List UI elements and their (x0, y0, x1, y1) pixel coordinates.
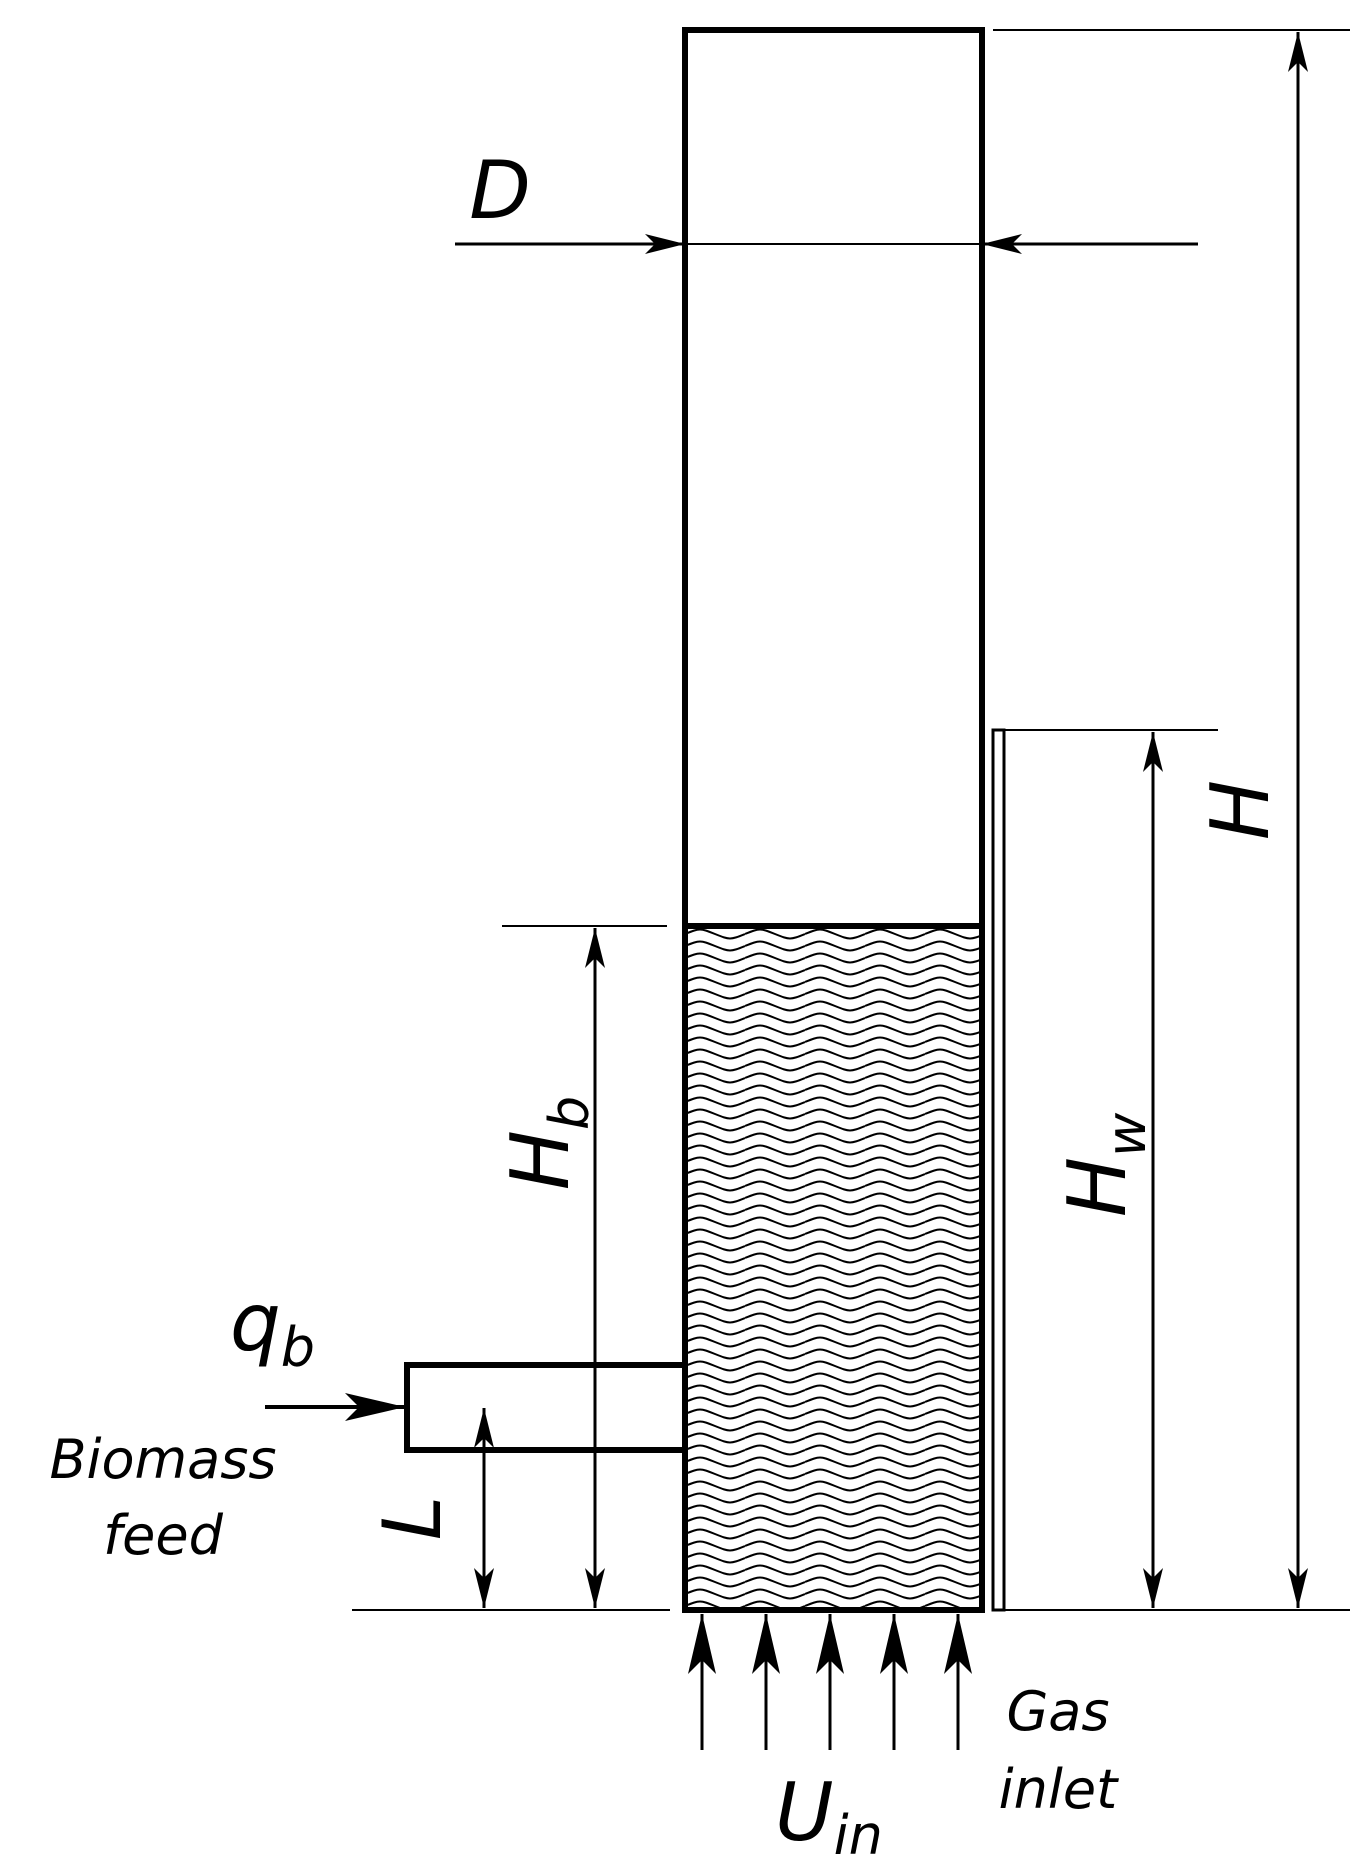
label-d: D (469, 144, 531, 237)
label-h: H (1194, 780, 1287, 840)
label-qb-sub: b (281, 1316, 315, 1379)
label-uin-main: U (775, 1766, 834, 1859)
label-hb-sub: b (538, 1096, 601, 1130)
label-gas: Gas (1006, 1680, 1109, 1743)
label-qb-main: q (230, 1276, 281, 1369)
label-inlet: inlet (999, 1758, 1119, 1821)
label-biomass: Biomass (49, 1428, 276, 1491)
label-qb: qb (230, 1276, 315, 1379)
reactor-column (682, 27, 985, 1613)
label-hb: Hb (494, 1096, 601, 1190)
label-hb-main: H (494, 1130, 587, 1190)
label-uin: Uin (775, 1766, 883, 1866)
feed-pipe (404, 1362, 685, 1453)
label-l: L (366, 1496, 459, 1541)
label-feed: feed (103, 1504, 223, 1567)
label-hw-main: H (1051, 1157, 1144, 1217)
heated-wall-strip (991, 728, 1006, 1612)
label-hw-sub: w (1095, 1112, 1158, 1157)
label-hw: Hw (1051, 1112, 1158, 1217)
bed-fill (685, 928, 982, 1610)
label-uin-sub: in (834, 1804, 883, 1866)
